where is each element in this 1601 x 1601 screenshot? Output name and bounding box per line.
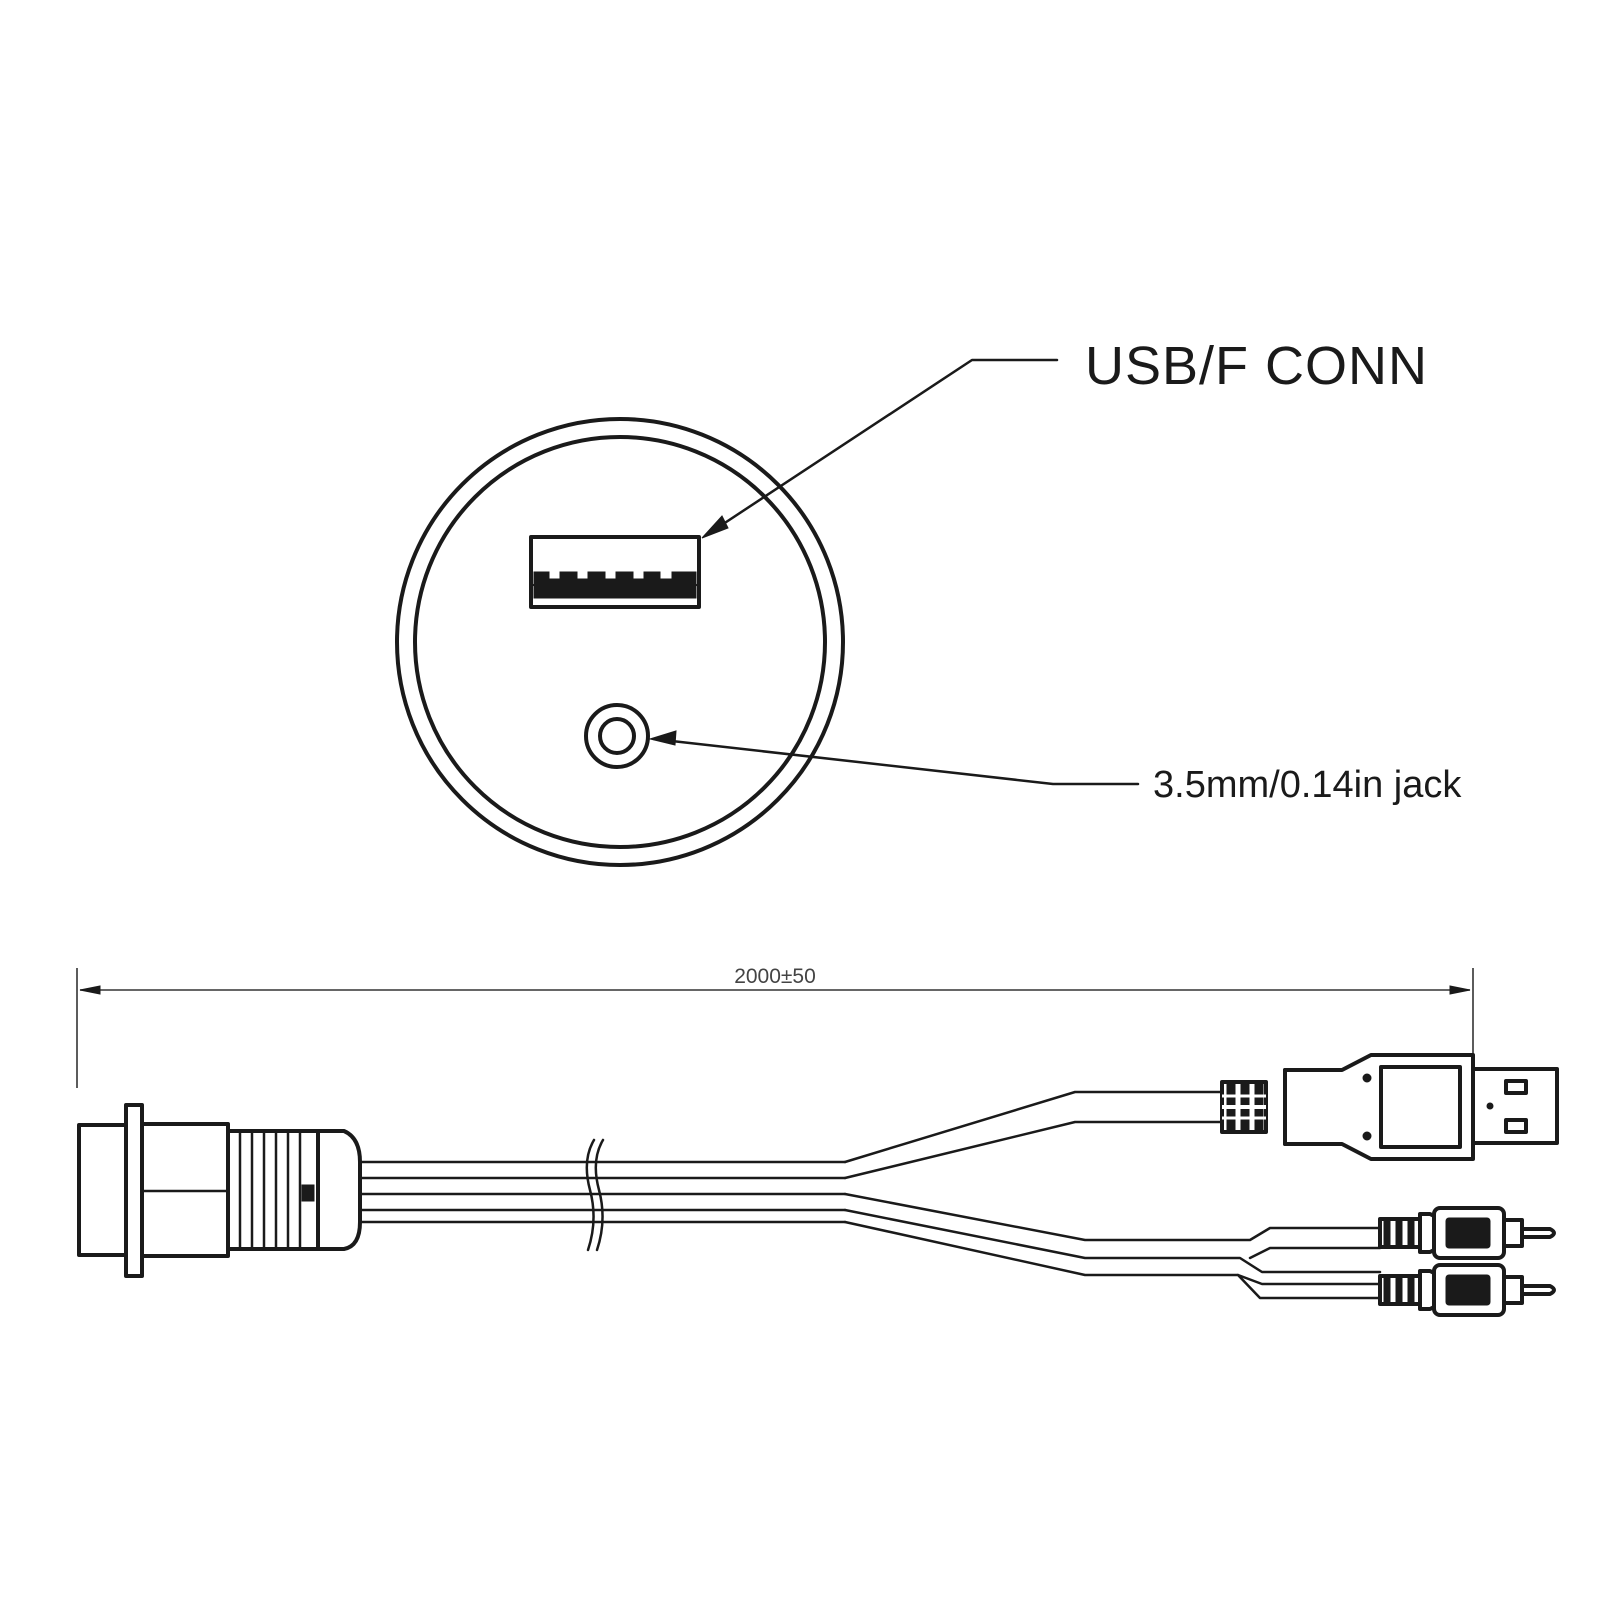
rca-branch-cables [843,1192,1382,1300]
rca-plug-bottom [1378,1263,1556,1317]
usb-conn-label: USB/F CONN [1085,336,1428,396]
usb-male-plug [1220,1053,1559,1161]
panel-inner-ring [413,435,827,849]
usb-socket [529,535,701,609]
length-label: 2000±50 [734,965,816,988]
cable-bundle [358,1138,847,1252]
panel-front-view [395,417,845,867]
usb-branch-cable [843,1090,1224,1180]
audio-jack-socket [584,703,650,769]
panel-mount-side-view [77,1103,362,1278]
usb-callout-leader [701,358,1059,539]
panel-outer-ring [395,417,845,867]
jack-callout-leader [648,730,1140,786]
audio-jack-label: 3.5mm/0.14in jack [1153,764,1462,806]
rca-plug-top [1378,1206,1556,1260]
